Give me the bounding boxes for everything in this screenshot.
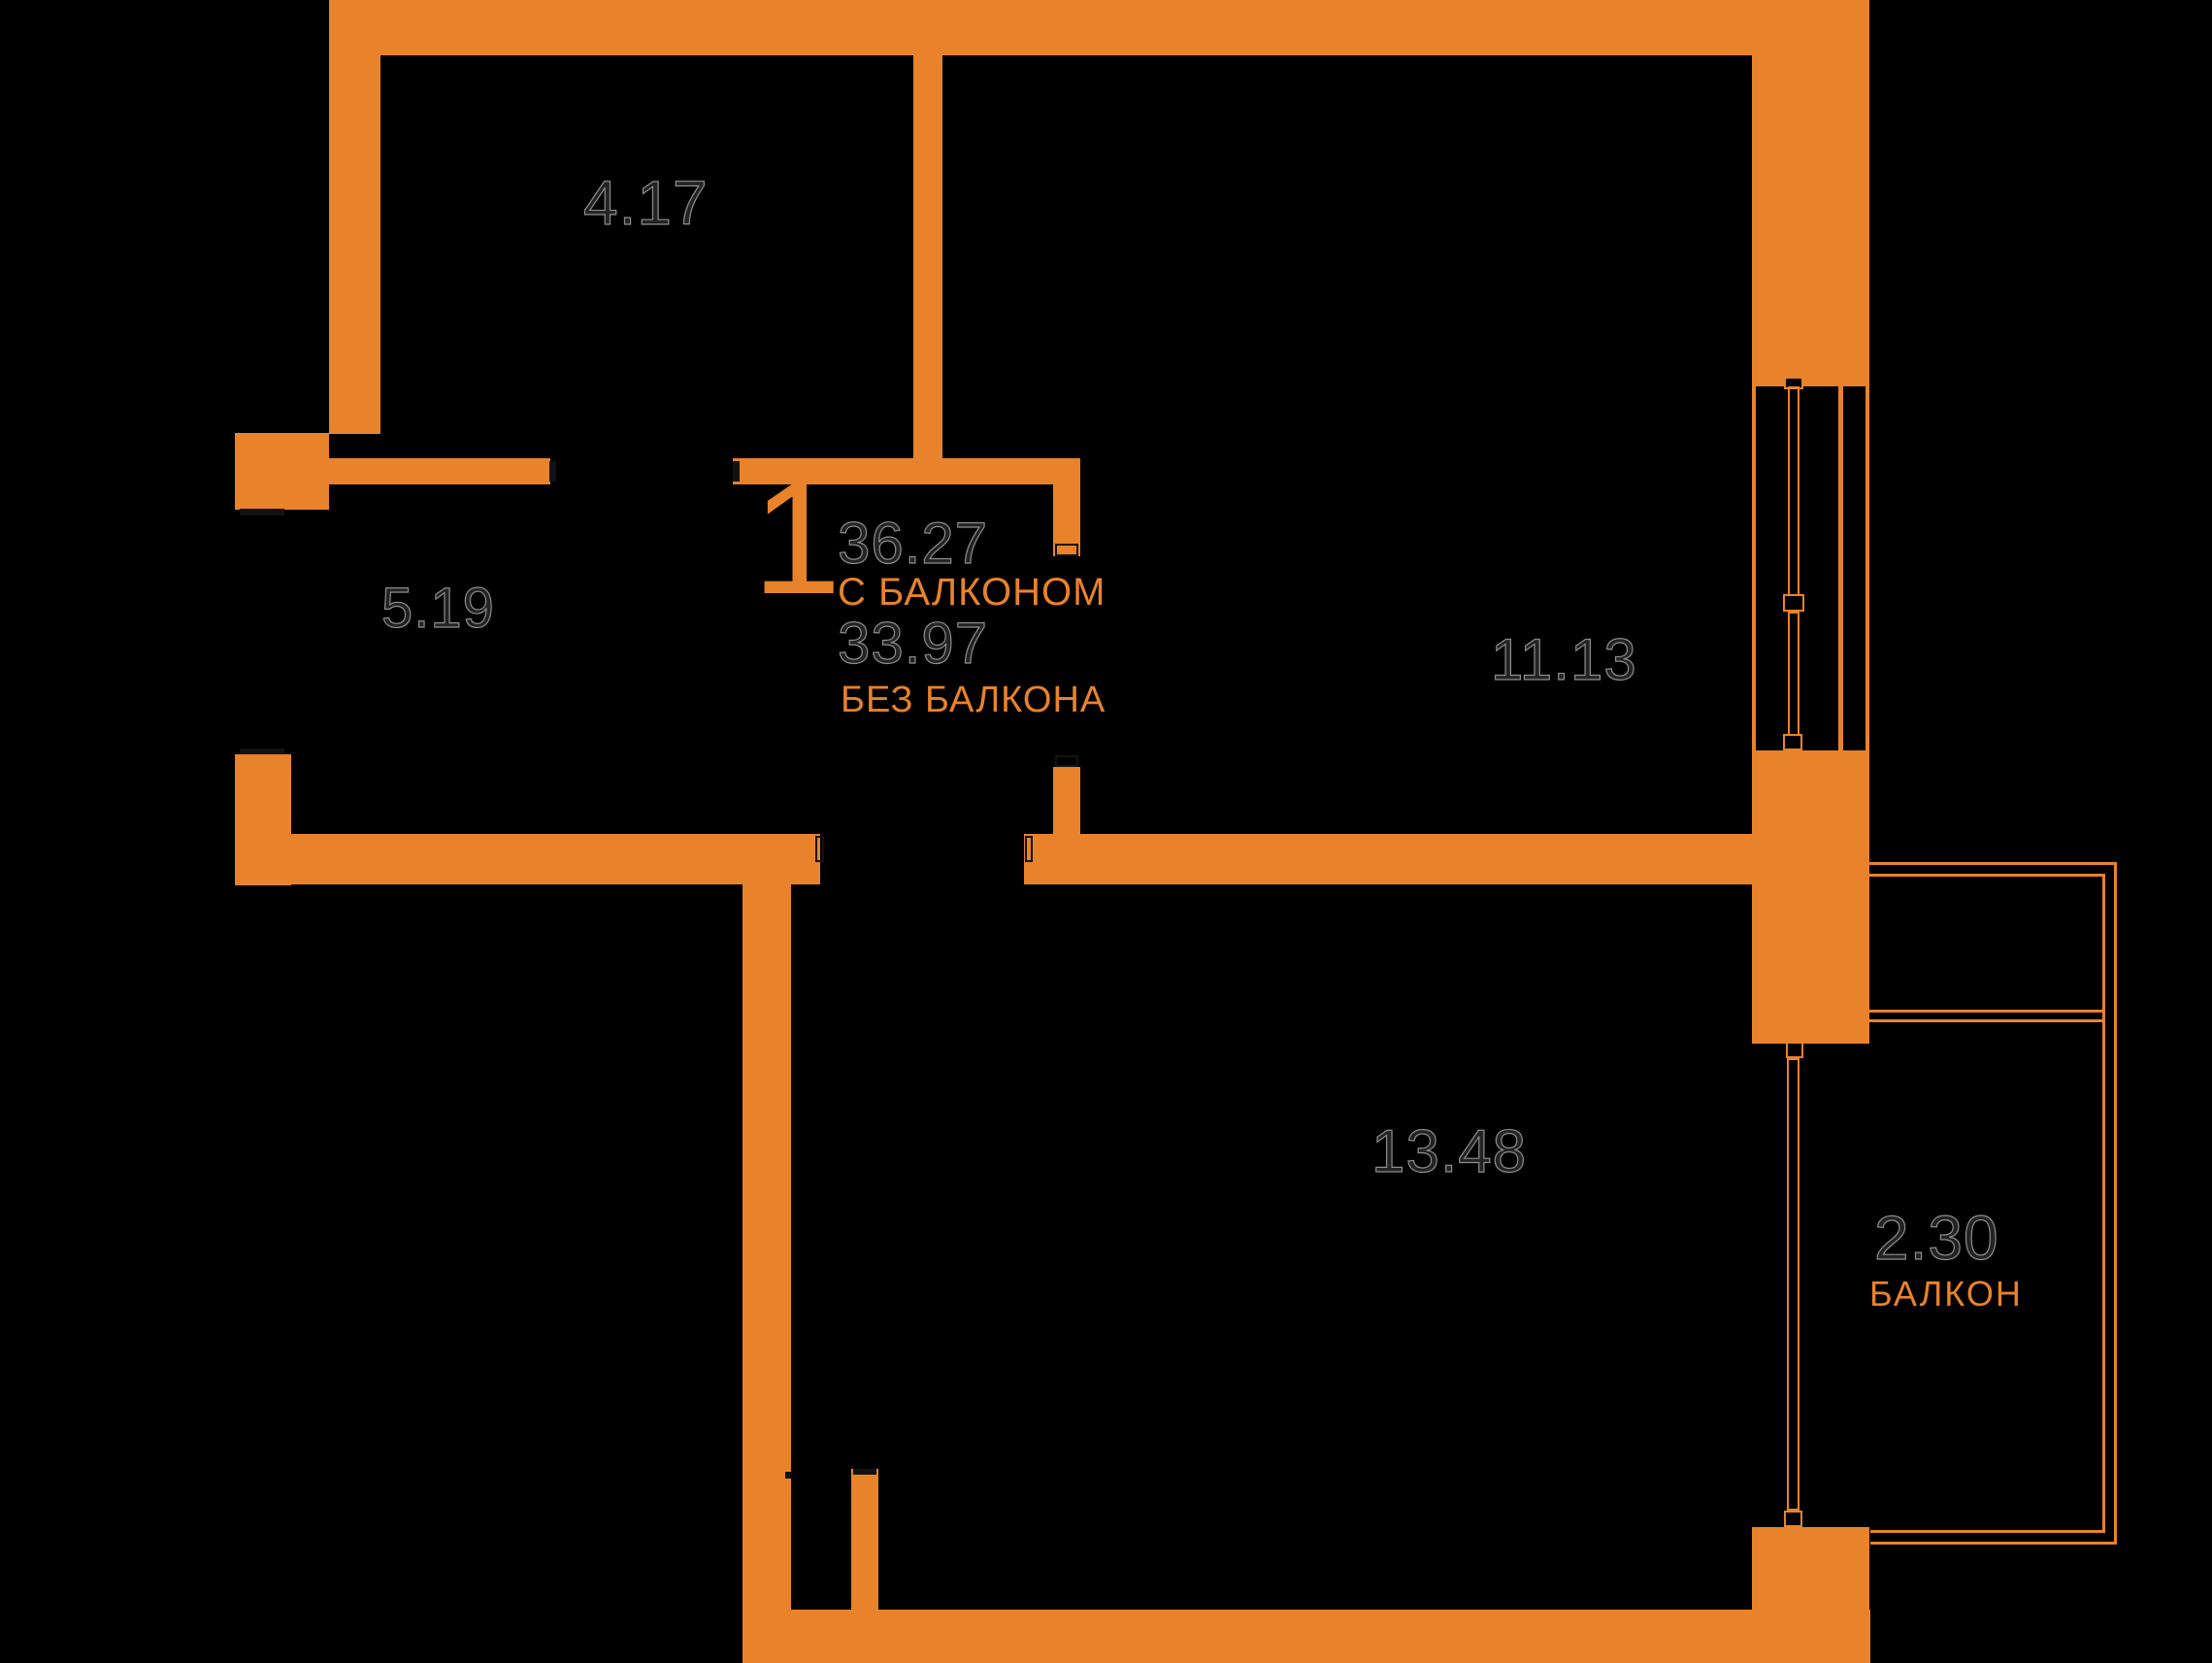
wall-right-top (1752, 0, 1869, 386)
window-11-13-glass-upper (1788, 386, 1799, 596)
balcony-outline-bottom-inner (1870, 1530, 2105, 1533)
balcony-divider-line-upper (1869, 1010, 2105, 1013)
balcony-area-label: 2.30 (1873, 1203, 1999, 1273)
room-label-11-13: 11.13 (1490, 627, 1637, 692)
partition-room-4-17-11-13 (913, 55, 942, 458)
wall-left-room-13-48 (743, 864, 791, 1663)
balcony-door-cap-bottom (1784, 1511, 1802, 1527)
unit-area-without-balcony: 33.97 (837, 611, 989, 676)
balcony-name-label: БАЛКОН (1869, 1274, 2023, 1314)
balcony-divider-line-lower (1869, 1019, 2105, 1022)
window-11-13-cap-middle (1783, 594, 1804, 612)
unit-with-balcony-caption: С БАЛКОНОМ (838, 571, 1106, 614)
unit-number: 1 (752, 449, 842, 627)
partition-hall-top-right (733, 458, 1080, 484)
unit-without-balcony-caption: БЕЗ БАЛКОНА (841, 680, 1106, 720)
balcony-outline-top-outer (1869, 862, 2117, 865)
wall-closet-stub (851, 1469, 878, 1613)
jamb-hall-door-left (549, 461, 556, 482)
jamb-entrance-bottom (240, 748, 284, 754)
window-11-13-inner-face-line (1752, 386, 1756, 750)
balcony-door-glass (1787, 1058, 1799, 1511)
wall-bottom (743, 1610, 1870, 1663)
balcony-outline-top-inner (1869, 874, 2105, 877)
balcony-door-frame (1786, 1032, 1803, 1058)
window-11-13-cap-bottom (1783, 734, 1802, 750)
partition-door-stub-lower (1053, 767, 1080, 834)
jamb-living-door-bottom (1055, 755, 1078, 767)
window-11-13-glass-lower (1788, 612, 1799, 736)
wall-top (329, 0, 1869, 55)
room-label-13-48: 13.48 (1370, 1118, 1528, 1185)
jamb-hall-door-right (733, 461, 740, 482)
jamb-bedroom-door-right (1025, 836, 1033, 862)
window-11-13-mid-line (1838, 386, 1843, 750)
jamb-bedroom-door-left (815, 836, 824, 862)
balcony-outline-right-outer (2114, 862, 2117, 1545)
unit-area-with-balcony: 36.27 (837, 511, 989, 576)
wall-left-room-4-17 (329, 55, 380, 434)
wall-middle-left (235, 834, 820, 884)
wall-right-middle (1752, 750, 1869, 1044)
jamb-entrance-top (240, 509, 284, 516)
balcony-outline-right-inner (2102, 874, 2105, 1533)
room-label-4-17: 4.17 (582, 168, 709, 238)
partition-hall-top-left (291, 458, 550, 484)
jamb-living-door-top (1055, 544, 1078, 556)
window-11-13-cap-top (1784, 377, 1803, 389)
balcony-outline-bottom-outer (1870, 1542, 2117, 1545)
jamb-closet-stub-top (853, 1469, 876, 1475)
window-11-13-outer-face-line (1865, 386, 1869, 750)
jamb-closet-wall-tick (785, 1472, 791, 1479)
room-label-5-19: 5.19 (380, 577, 495, 640)
wall-middle-right (1024, 834, 1752, 884)
